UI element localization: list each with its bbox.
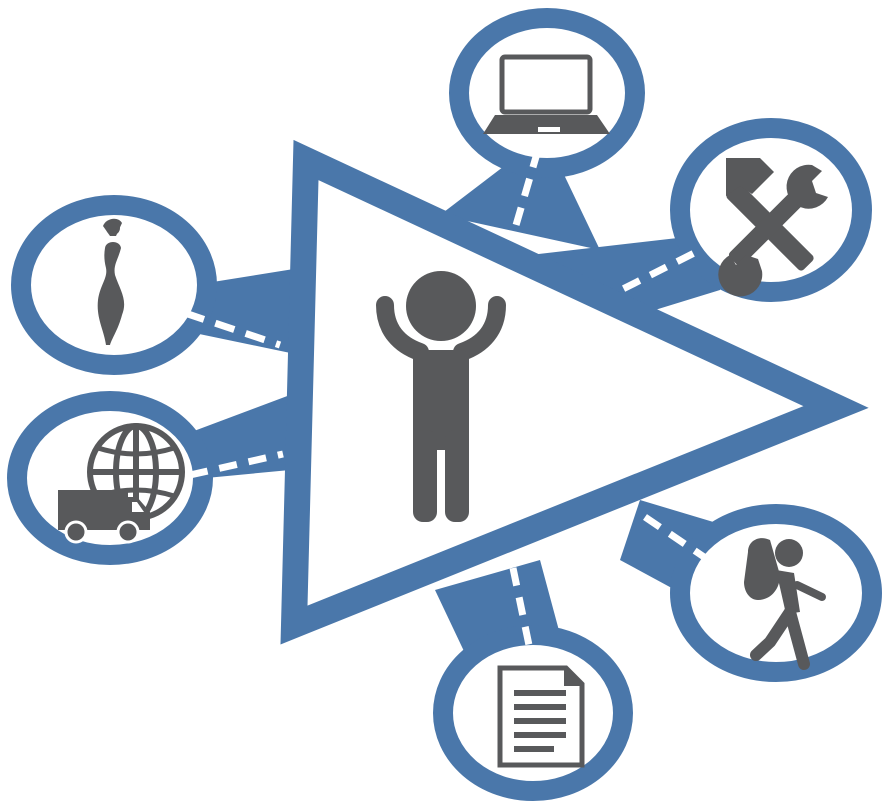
dash-logistics: [189, 450, 284, 479]
ring-tools: [670, 118, 872, 302]
globe-delivery-truck-icon: [58, 423, 185, 544]
laptop-icon: [483, 54, 610, 134]
road-dashes: [183, 149, 740, 651]
road-laptop: [440, 135, 600, 250]
dash-document: [509, 567, 534, 651]
backpacker-hiker-icon: [744, 538, 826, 670]
person-arms-raised-icon: [376, 271, 506, 522]
dash-fashion: [183, 309, 282, 349]
ring-logistics: [7, 391, 213, 565]
dash-laptop: [510, 149, 542, 233]
hammer-wrench-icon: [718, 158, 828, 297]
dash-tools: [613, 236, 722, 297]
document-icon: [497, 665, 585, 768]
dash-hiker: [643, 514, 740, 583]
dress-silhouette-icon: [97, 218, 125, 345]
ring-hiker: [670, 504, 882, 682]
